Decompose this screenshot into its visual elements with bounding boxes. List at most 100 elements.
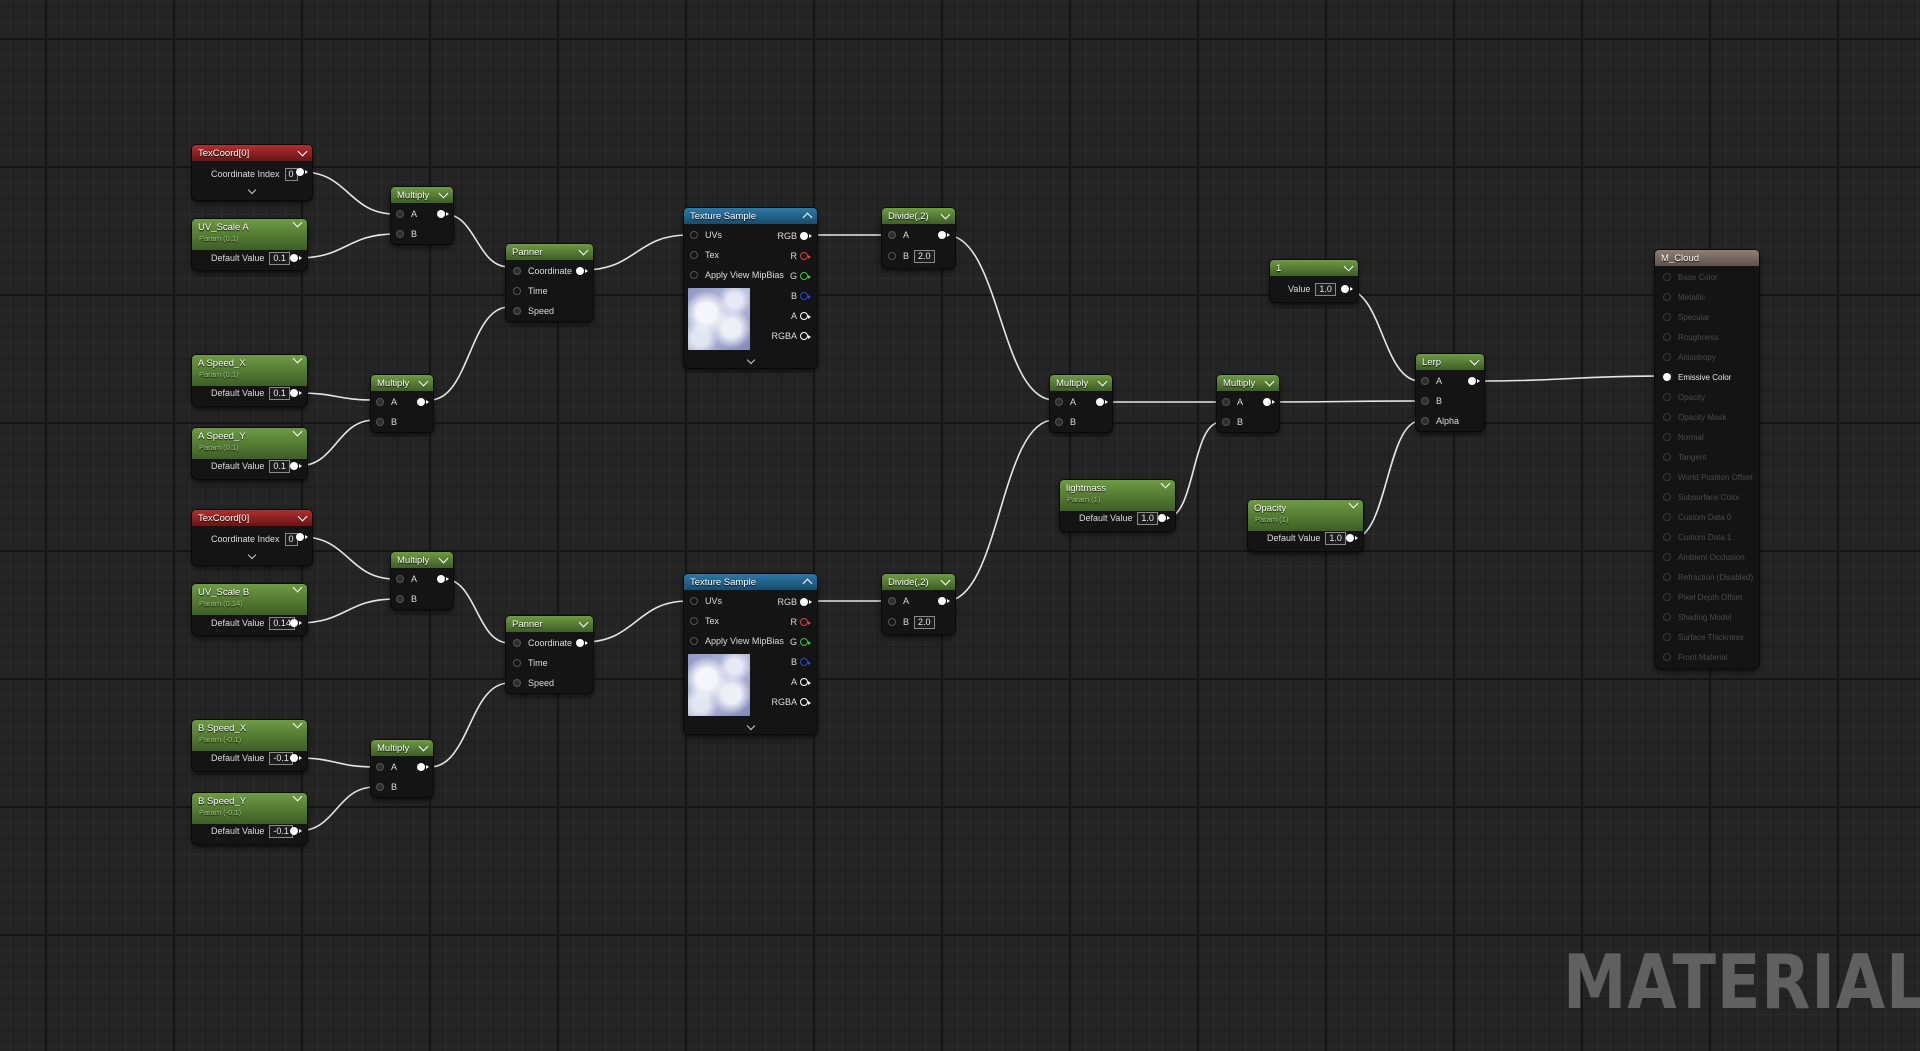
- multiply-node-1[interactable]: Multiply A B: [391, 187, 453, 244]
- expand-arrow-icon[interactable]: [746, 721, 756, 731]
- input-pin[interactable]: [1663, 413, 1671, 421]
- result-pin-surface-thickness[interactable]: Surface Thickness: [1663, 630, 1744, 644]
- input-pin-a[interactable]: [1421, 377, 1429, 385]
- wire-15[interactable]: [297, 786, 376, 832]
- input-pin[interactable]: [1663, 613, 1671, 621]
- coordinate-input-pin[interactable]: [513, 267, 521, 275]
- speed-input-pin[interactable]: [513, 307, 521, 315]
- wire-9[interactable]: [945, 234, 1055, 401]
- wire-10[interactable]: [301, 536, 396, 580]
- chevron-down-icon[interactable]: [438, 553, 449, 564]
- output-pin[interactable]: [296, 533, 308, 541]
- b-output-pin[interactable]: [800, 658, 811, 666]
- wire-12[interactable]: [443, 578, 510, 644]
- output-pin[interactable]: [290, 754, 302, 762]
- time-input-pin[interactable]: [513, 287, 521, 295]
- output-pin[interactable]: [290, 389, 302, 397]
- input-pin[interactable]: [1663, 433, 1671, 441]
- result-pin-ambient-occlusion[interactable]: Ambient Occlusion: [1663, 550, 1745, 564]
- result-pin-opacity-mask[interactable]: Opacity Mask: [1663, 410, 1726, 424]
- wire-4[interactable]: [429, 306, 510, 401]
- input-pin-a[interactable]: [396, 575, 404, 583]
- multiply-node-6[interactable]: Multiply A B: [1217, 375, 1279, 432]
- output-pin[interactable]: [1468, 377, 1480, 385]
- result-pin-tangent[interactable]: Tangent: [1663, 450, 1706, 464]
- wire-13[interactable]: [429, 682, 510, 768]
- output-pin[interactable]: [296, 168, 308, 176]
- wire-2[interactable]: [297, 233, 396, 259]
- panner-node-a[interactable]: Panner Coordinate Time Speed: [506, 244, 593, 321]
- default-value-field[interactable]: 0.1: [269, 251, 290, 265]
- input-pin-b[interactable]: [1055, 418, 1063, 426]
- default-value-field[interactable]: 1.0: [1325, 531, 1346, 545]
- chevron-down-icon[interactable]: [292, 718, 303, 729]
- result-pin-refraction-disabled[interactable]: Refraction (Disabled): [1663, 570, 1753, 584]
- output-pin[interactable]: [938, 231, 950, 239]
- chevron-down-icon[interactable]: [940, 575, 951, 586]
- wire-18[interactable]: [945, 419, 1055, 602]
- wire-16[interactable]: [583, 600, 689, 643]
- output-pin[interactable]: [576, 639, 588, 647]
- result-pin-specular[interactable]: Specular: [1663, 310, 1710, 324]
- input-pin[interactable]: [1663, 653, 1671, 661]
- chevron-down-icon[interactable]: [297, 511, 308, 522]
- result-pin-custom-data-1[interactable]: Custom Data 1: [1663, 530, 1731, 544]
- output-pin[interactable]: [938, 597, 950, 605]
- input-pin-a[interactable]: [376, 398, 384, 406]
- result-pin-subsurface-color[interactable]: Subsurface Color: [1663, 490, 1740, 504]
- wire-21[interactable]: [1269, 400, 1421, 403]
- wire-23[interactable]: [1353, 420, 1421, 539]
- input-pin[interactable]: [1663, 393, 1671, 401]
- chevron-down-icon[interactable]: [438, 188, 449, 199]
- default-value-field[interactable]: 0.14: [269, 616, 295, 630]
- input-pin-a[interactable]: [1222, 398, 1230, 406]
- input-pin[interactable]: [1663, 553, 1671, 561]
- result-pin-world-position-offset[interactable]: World Position Offset: [1663, 470, 1753, 484]
- input-pin[interactable]: [1663, 573, 1671, 581]
- panner-node-b[interactable]: Panner Coordinate Time Speed: [506, 616, 593, 693]
- output-pin[interactable]: [290, 827, 302, 835]
- b-output-pin[interactable]: [800, 292, 811, 300]
- output-pin[interactable]: [437, 210, 449, 218]
- multiply-node-4[interactable]: Multiply A B: [371, 740, 433, 797]
- r-output-pin[interactable]: [800, 252, 811, 260]
- input-pin-b[interactable]: [376, 418, 384, 426]
- chevron-down-icon[interactable]: [292, 791, 303, 802]
- chevron-down-icon[interactable]: [292, 426, 303, 437]
- output-pin[interactable]: [1263, 398, 1275, 406]
- result-pin-opacity[interactable]: Opacity: [1663, 390, 1705, 404]
- alpha-input-pin[interactable]: [1421, 417, 1429, 425]
- input-pin[interactable]: [1663, 593, 1671, 601]
- chevron-down-icon[interactable]: [292, 217, 303, 228]
- tex-input-pin[interactable]: [690, 251, 698, 259]
- wire-7[interactable]: [583, 234, 689, 271]
- g-output-pin[interactable]: [800, 272, 811, 280]
- input-pin-a[interactable]: [1055, 398, 1063, 406]
- chevron-down-icon[interactable]: [1264, 376, 1275, 387]
- speed-input-pin[interactable]: [513, 679, 521, 687]
- expand-arrow-icon[interactable]: [247, 550, 257, 560]
- value-field[interactable]: 1.0: [1315, 282, 1336, 296]
- texture-sample-node-b[interactable]: Texture Sample UVs Tex Apply View MipBia…: [684, 574, 817, 734]
- input-pin[interactable]: [1663, 453, 1671, 461]
- result-pin-base-color[interactable]: Base Color: [1663, 270, 1718, 284]
- input-pin[interactable]: [1663, 633, 1671, 641]
- input-pin[interactable]: [1663, 533, 1671, 541]
- default-value-field[interactable]: 0.1: [269, 386, 290, 400]
- output-pin[interactable]: [1096, 398, 1108, 406]
- result-pin-normal[interactable]: Normal: [1663, 430, 1704, 444]
- a-output-pin[interactable]: [800, 312, 811, 320]
- rgba-output-pin[interactable]: [800, 698, 811, 706]
- lerp-node[interactable]: Lerp A B Alpha: [1416, 354, 1484, 431]
- wire-6[interactable]: [297, 419, 376, 467]
- rgba-output-pin[interactable]: [800, 332, 811, 340]
- chevron-up-icon[interactable]: [802, 578, 813, 589]
- input-pin-a[interactable]: [396, 210, 404, 218]
- output-pin[interactable]: [417, 398, 429, 406]
